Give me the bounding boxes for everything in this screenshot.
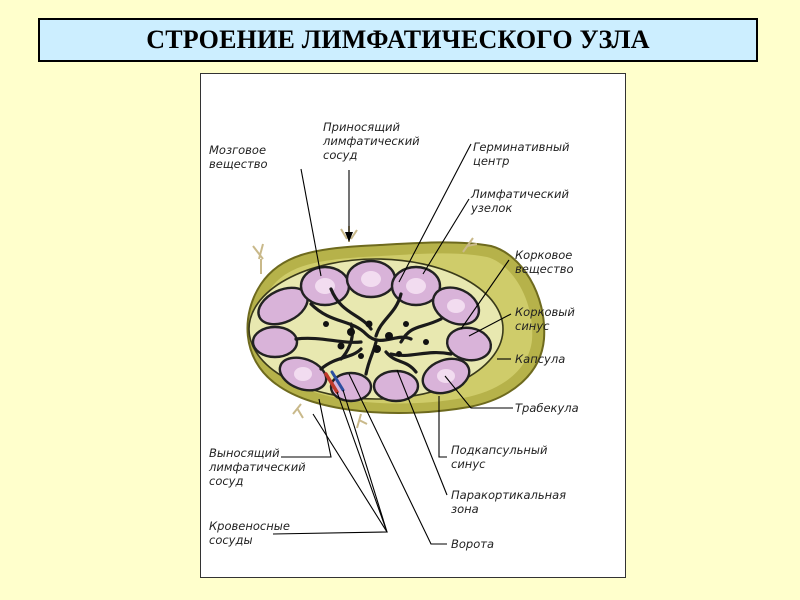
leader-line [438,396,447,458]
leader-line [460,259,510,330]
label-lymphatic-nodule: Лимфатический узелок [470,187,573,215]
label-blood-vessels: Кровеносные сосуды [209,519,294,547]
lymph-node-diagram: Мозговое вещество Приносящий лимфатическ… [208,120,579,551]
label-trabecula: Трабекула [515,401,579,415]
label-cortical-sinus: Корковый синус [515,305,578,333]
leader-line [398,143,472,283]
hilum-vessels [324,370,345,394]
label-efferent-vessel: Выносящий лимфатический сосуд [208,446,309,488]
lymph-node-figure-panel: Мозговое вещество Приносящий лимфатическ… [200,73,626,578]
arrowhead [345,232,353,242]
page-title: СТРОЕНИЕ ЛИМФАТИЧЕСКОГО УЗЛА [146,25,650,54]
label-medulla: Мозговое вещество [209,143,270,171]
medulla-dots [323,320,429,359]
vessel-sprigs [252,226,478,429]
leader-line [342,389,388,533]
leader-line [468,313,512,337]
follicle [372,369,420,403]
title-box: СТРОЕНИЕ ЛИМФАТИЧЕСКОГО УЗЛА [38,18,758,62]
follicle [251,325,299,359]
label-cortex: Корковое вещество [515,248,576,276]
leader-line [348,373,447,545]
leader-line [300,168,322,277]
leader-line [444,375,513,409]
leader-line [281,398,332,458]
follicle [329,371,373,403]
leader-line [422,198,470,275]
label-capsule: Капсула [515,352,565,366]
label-subcapsular-sinus: Подкапсульный синус [451,443,551,471]
follicle [445,326,493,362]
label-hilum: Ворота [451,537,494,551]
label-germinal-center: Герминативный центр [473,140,573,168]
leader-line [336,391,388,533]
label-paracortical-zone: Паракортикальная зона [451,488,570,516]
label-afferent-vessel: Приносящий лимфатический сосуд [322,120,423,162]
leader-lines [272,143,513,545]
germinal-centers [294,271,465,383]
leader-line [396,369,448,496]
leader-line [272,413,388,535]
